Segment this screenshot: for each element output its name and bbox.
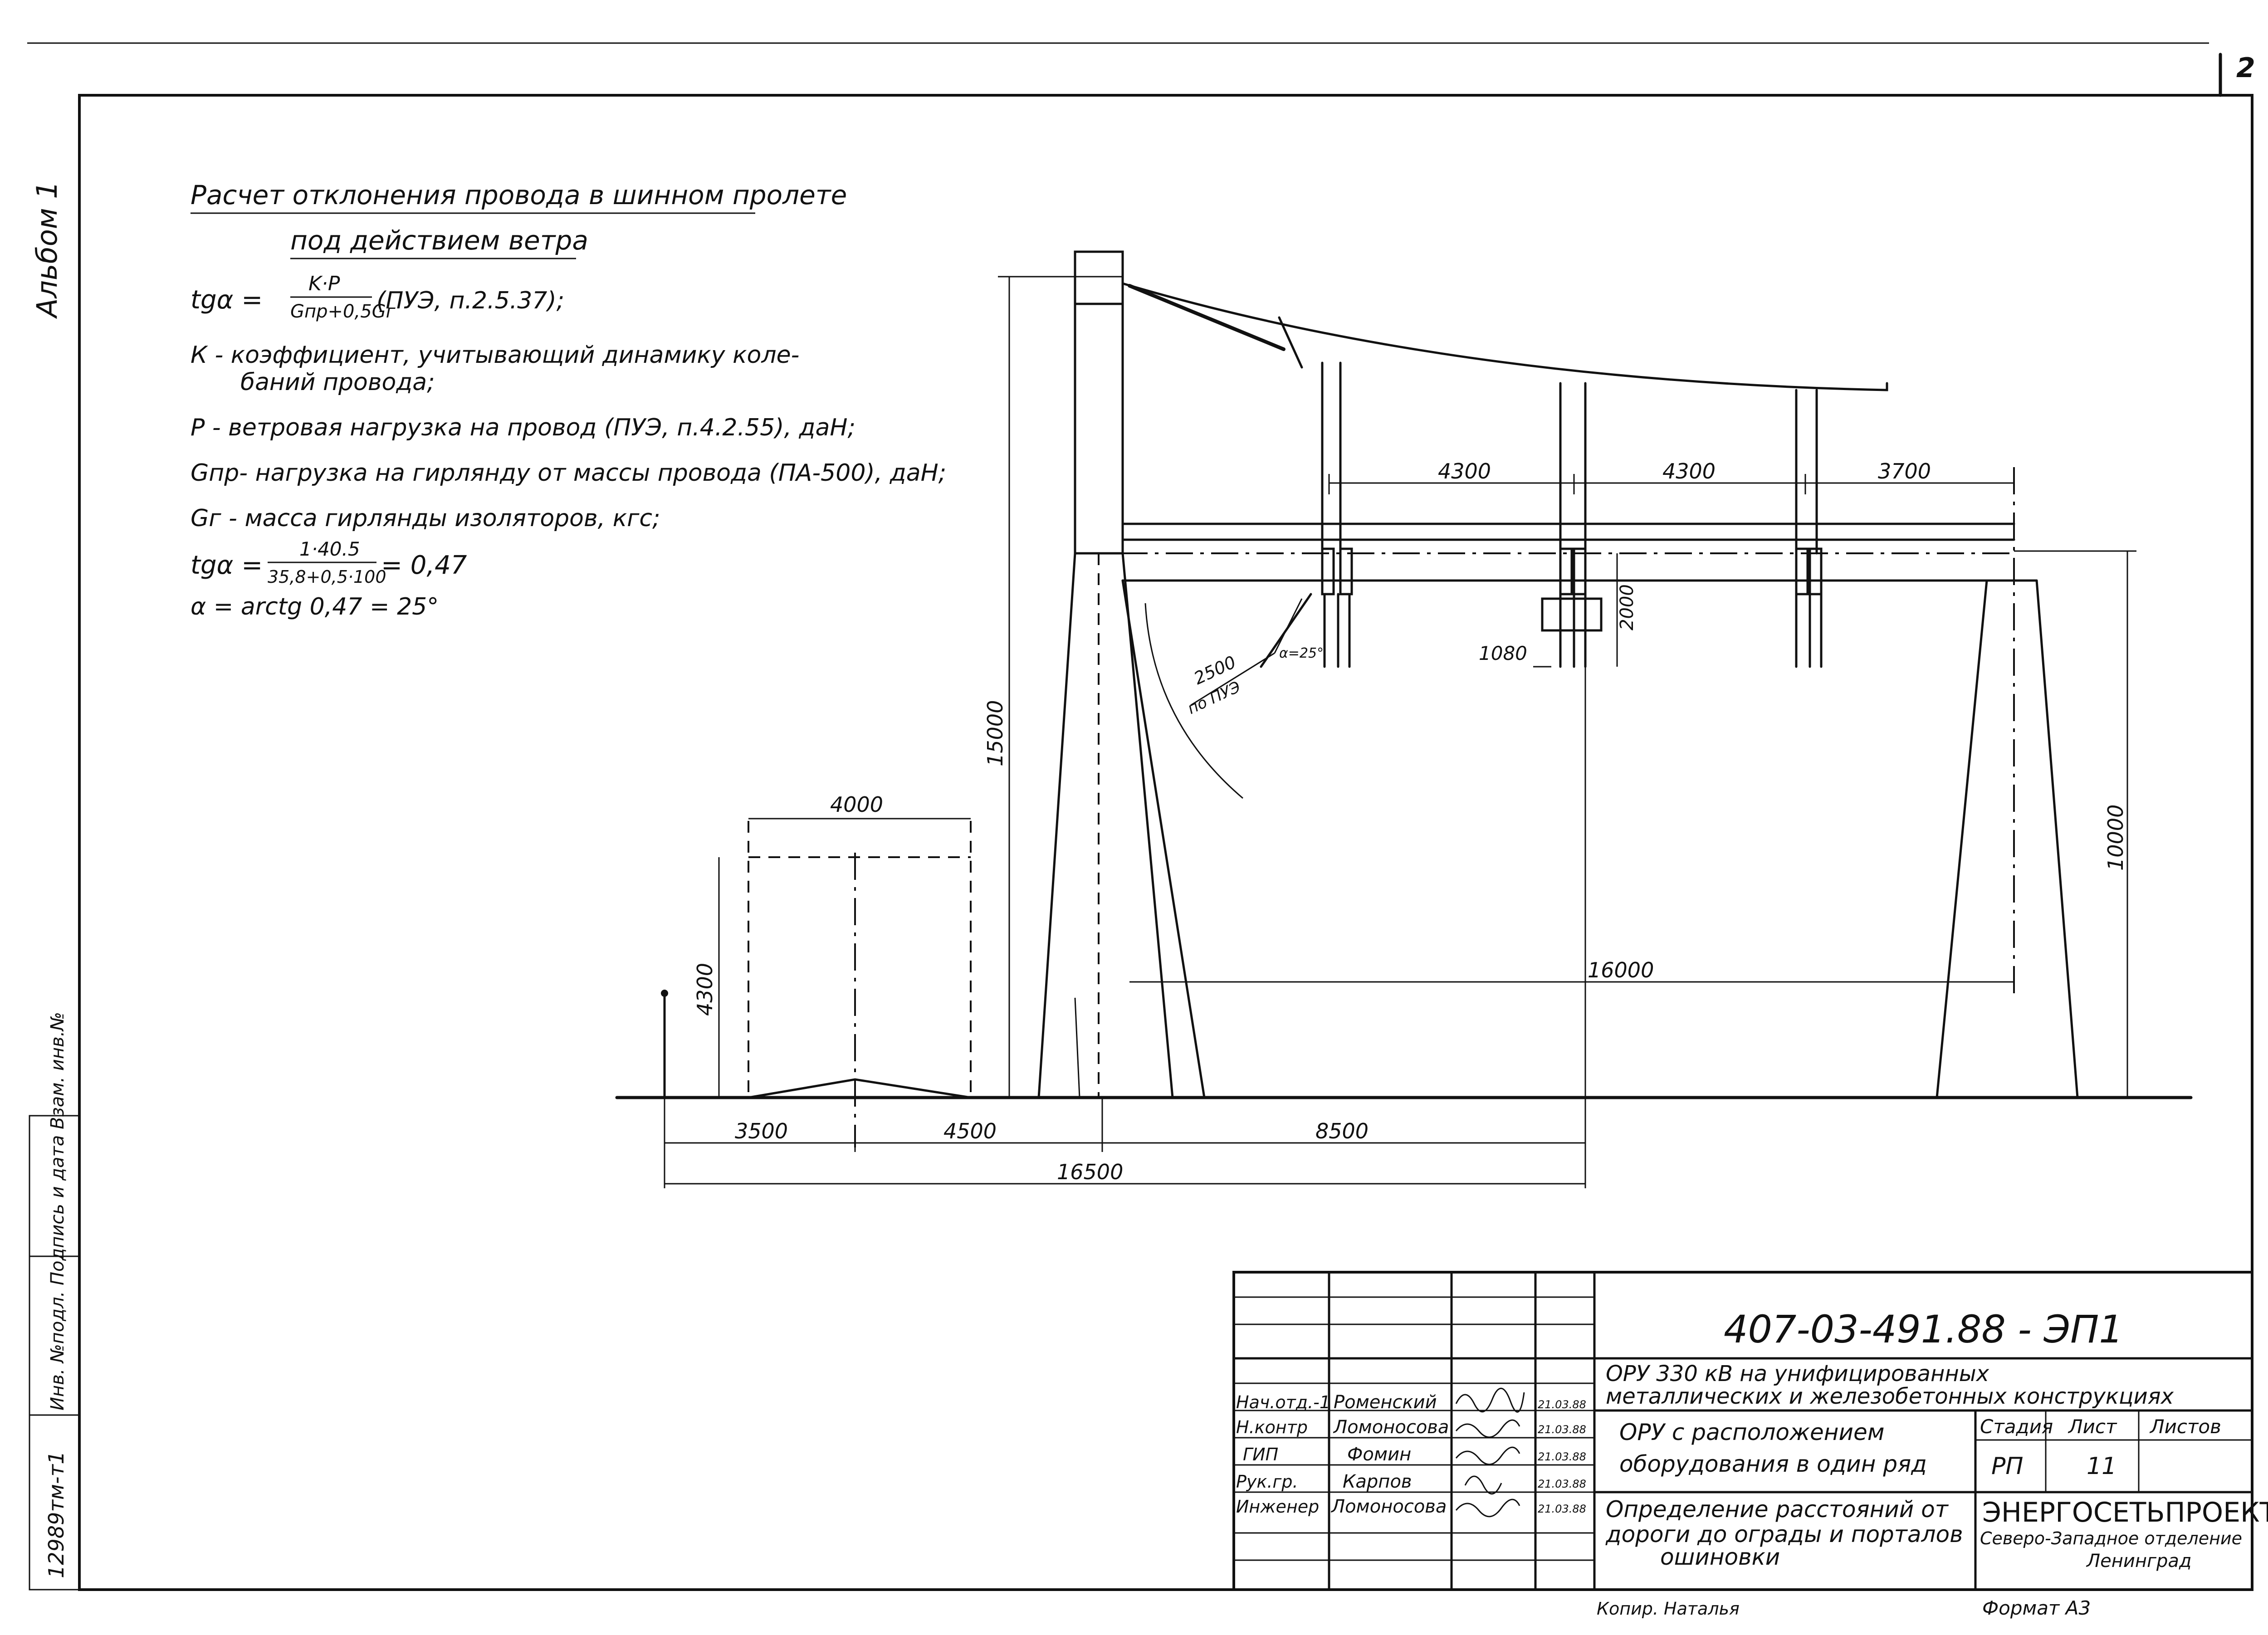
org-name: ЭНЕРГОСЕТЬПРОЕКТ [1982, 1497, 2268, 1528]
sub-line2: оборудования в один ряд [1619, 1451, 1927, 1477]
dimension-lines [664, 276, 2136, 1188]
staff-role-0: Нач.отд.-1 [1236, 1392, 1330, 1412]
dim-16500: 16500 [1057, 1160, 1123, 1184]
signature-4 [1455, 1498, 1520, 1518]
dim-15000: 15000 [983, 700, 1007, 766]
signature-3 [1464, 1475, 1502, 1495]
calc-title-line2: под действием ветра [290, 225, 588, 256]
gg-line: Gг - масса гирлянды изоляторов, кгс; [191, 505, 660, 532]
dim-4300-a: 4300 [1438, 459, 1491, 483]
format-label: Формат А3 [1982, 1597, 2091, 1619]
calc-title-line1: Расчет отклонения провода в шинном проле… [191, 180, 847, 210]
insulator-string-2 [1541, 547, 1603, 668]
dim-2000: 2000 [1617, 584, 1637, 630]
doc-code: 407-03-491.88 - ЭП1 [1724, 1307, 2123, 1352]
formula2-den: 35,8+0,5·100 [268, 567, 386, 587]
staff-role-1: Н.контр [1236, 1417, 1308, 1437]
staff-date-2: 21.03.88 [1538, 1450, 1586, 1463]
stage-header: Стадия [1980, 1415, 2053, 1438]
dim-10000: 10000 [2103, 805, 2128, 871]
desc-line3: ошиновки [1660, 1544, 1780, 1570]
sheet-value: 11 [2087, 1453, 2116, 1480]
dim-8500: 8500 [1315, 1119, 1369, 1143]
formula2-lhs: tgα = [191, 551, 263, 580]
title-block: 407-03-491.88 - ЭП1 ОРУ 330 кВ на унифиц… [1232, 1271, 2268, 1591]
portal-drawing: 4300 4300 3700 2000 1080 2500 по ПУЭ α=2… [615, 250, 2193, 1188]
left-margin: Альбом 1 Инв. №подл. Подпись и дата Взам… [29, 181, 80, 1591]
calculation-block: Расчет отклонения провода в шинном проле… [191, 180, 946, 620]
inv-number: 12989тм-т1 [44, 1451, 68, 1579]
sheet-header: Лист [2068, 1415, 2117, 1438]
formula3: α = arctg 0,47 = 25° [191, 593, 439, 620]
formula1-num: K·P [308, 272, 340, 295]
staff-date-4: 21.03.88 [1538, 1503, 1586, 1515]
left-stamp-text: Инв. №подл. Подпись и дата Взам. инв.№ [47, 1012, 68, 1410]
staff-date-0: 21.03.88 [1538, 1398, 1586, 1411]
staff-name-1: Ломоносова [1333, 1417, 1449, 1438]
dim-pue: по ПУЭ [1185, 678, 1243, 718]
dim-3700: 3700 [1878, 459, 1931, 483]
dim-4000: 4000 [830, 792, 883, 817]
staff-role-2: ГИП [1243, 1445, 1278, 1464]
formula1-ref: (ПУЭ, п.2.5.37); [376, 287, 564, 314]
formula1-den: Gпр+0,5Gг [290, 301, 396, 322]
stage-value: РП [1991, 1453, 2023, 1480]
staff-name-3: Карпов [1343, 1471, 1412, 1492]
org-branch: Северо-Западное отделение [1980, 1528, 2242, 1548]
sub-line1: ОРУ с расположением [1619, 1419, 1884, 1445]
signature-0 [1455, 1387, 1525, 1413]
copied-label: Копир. Наталья [1597, 1599, 1740, 1619]
dim-4500: 4500 [943, 1119, 997, 1143]
gpr-line: Gпр- нагрузка на гирлянду от массы прово… [191, 459, 946, 487]
staff-role-3: Рук.гр. [1236, 1472, 1298, 1492]
dim-3500: 3500 [735, 1119, 788, 1143]
project-line1: ОРУ 330 кВ на унифицированных [1606, 1361, 1989, 1386]
sheet-frame: 2 [27, 42, 2255, 1591]
dim-1080: 1080 [1479, 642, 1527, 664]
sheet-number: 2 [2236, 52, 2255, 84]
k-line2: баний провода; [240, 369, 435, 396]
album-label: Альбом 1 [30, 181, 64, 319]
project-line2: металлических и железобетонных конструкц… [1606, 1384, 2174, 1409]
dim-4300-b: 4300 [1662, 459, 1716, 483]
sheets-header: Листов [2149, 1415, 2221, 1438]
desc-line2: дороги до ограды и порталов [1605, 1521, 1963, 1547]
insulator-string-3 [1795, 547, 1823, 668]
k-line1: К - коэффициент, учитывающий динамику ко… [191, 342, 799, 369]
org-city: Ленинград [2086, 1551, 2192, 1572]
staff-role-4: Инженер [1236, 1497, 1319, 1517]
desc-line1: Определение расстояний от [1606, 1496, 1949, 1523]
staff-date-1: 21.03.88 [1538, 1423, 1586, 1436]
staff-date-3: 21.03.88 [1538, 1478, 1586, 1490]
staff-name-2: Фомин [1347, 1444, 1411, 1465]
formula1-lhs: tgα = [191, 285, 263, 315]
p-line: Р - ветровая нагрузка на провод (ПУЭ, п.… [191, 414, 855, 441]
dim-4300-road: 4300 [693, 963, 717, 1016]
signature-1 [1455, 1419, 1520, 1438]
dim-16000: 16000 [1588, 958, 1654, 982]
formula2-num: 1·40.5 [299, 538, 360, 560]
staff-name-4: Ломоносова [1330, 1496, 1447, 1517]
dim-angle: α=25° [1279, 645, 1324, 661]
staff-name-0: Роменский [1334, 1392, 1437, 1413]
formula2-result: = 0,47 [381, 551, 467, 580]
signature-2 [1455, 1446, 1520, 1465]
